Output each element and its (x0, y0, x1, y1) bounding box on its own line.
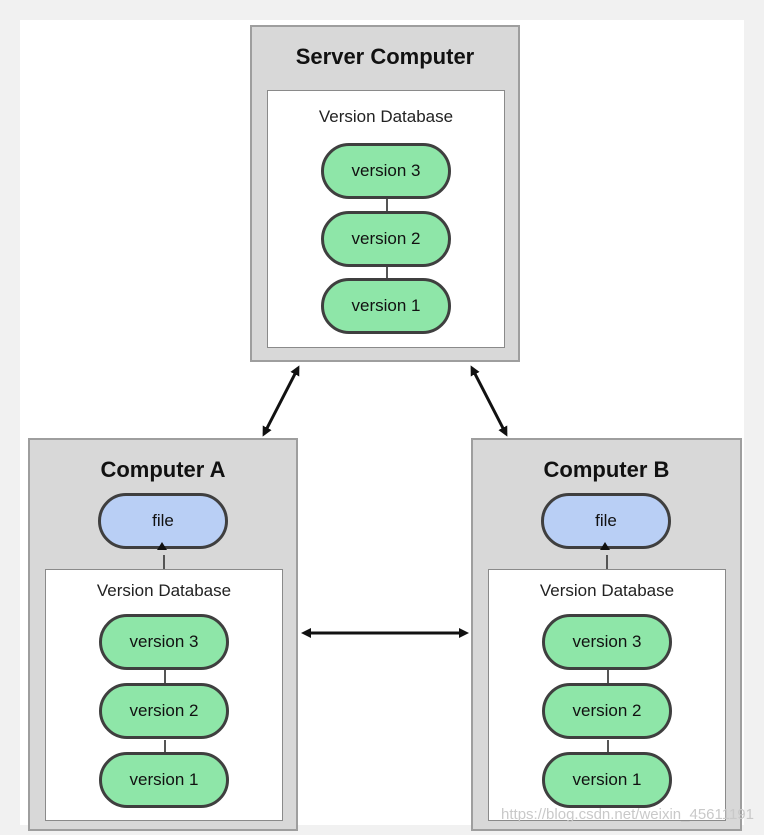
version-connector (164, 670, 166, 686)
arrow-db-to-file-a (157, 542, 167, 550)
computer-b-title: Computer B (543, 457, 670, 482)
file-node: file (541, 493, 671, 549)
version-node-1: version 1 (321, 278, 451, 334)
server-computer-title: Server Computer (295, 44, 475, 69)
file-connector (163, 555, 165, 569)
computer-b-db-label: Version Database (539, 581, 675, 600)
computer-b: Computer B file Version Database version… (471, 438, 742, 831)
file-connector (606, 555, 608, 569)
watermark: https://blog.csdn.net/weixin_45611191 (501, 806, 754, 823)
server-version-database: Version Database version 3 version 2 ver… (267, 90, 505, 348)
computer-b-version-database: Version Database version 3 version 2 ver… (488, 569, 726, 821)
version-node-2: version 2 (99, 683, 229, 739)
version-node-1: version 1 (542, 752, 672, 808)
computer-a-title: Computer A (100, 457, 226, 482)
version-connector (607, 670, 609, 686)
version-connector (164, 740, 166, 756)
arrow-db-to-file-b (600, 542, 610, 550)
arrow-server-to-b (470, 365, 508, 437)
computer-a: Computer A file Version Database version… (28, 438, 298, 831)
version-node-1: version 1 (99, 752, 229, 808)
version-node-3: version 3 (321, 143, 451, 199)
computer-a-db-label: Version Database (96, 581, 232, 600)
version-connector (386, 267, 388, 283)
version-connector (607, 740, 609, 756)
server-db-label: Version Database (318, 107, 454, 126)
arrow-server-to-a (262, 365, 300, 437)
version-node-3: version 3 (99, 614, 229, 670)
version-connector (386, 199, 388, 215)
file-node: file (98, 493, 228, 549)
computer-a-version-database: Version Database version 3 version 2 ver… (45, 569, 283, 821)
version-node-3: version 3 (542, 614, 672, 670)
server-computer: Server Computer Version Database version… (250, 25, 520, 362)
version-node-2: version 2 (321, 211, 451, 267)
version-node-2: version 2 (542, 683, 672, 739)
